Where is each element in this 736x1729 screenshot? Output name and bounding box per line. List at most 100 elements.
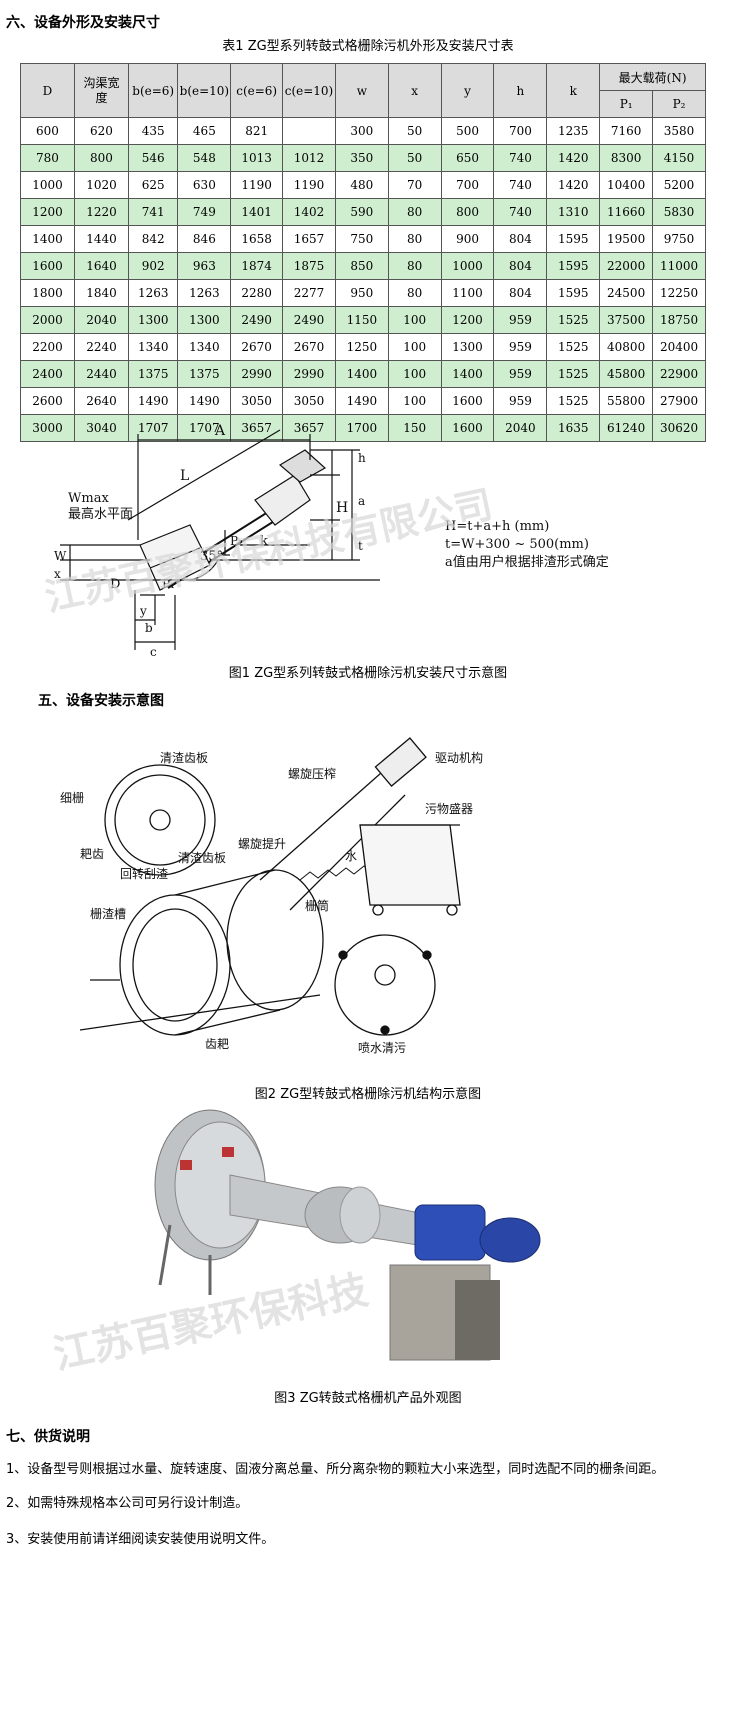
table-cell: 435 — [127, 117, 179, 145]
table-cell: 465 — [177, 117, 232, 145]
table-cell: 1263 — [177, 279, 232, 307]
dim-A-label: A — [214, 423, 226, 439]
dim-p2-label: P₂ — [230, 534, 243, 548]
table-cell: 55800 — [599, 387, 654, 415]
col-header-k: k — [546, 63, 601, 118]
col-header-b-e6: b(e=6) — [127, 63, 179, 118]
label-rake-tooth: 耙齿 — [80, 847, 104, 861]
table-cell: 590 — [334, 198, 389, 226]
formula-a: a值由用户根据排渣形式确定 — [445, 554, 609, 570]
table-cell: 50 — [387, 144, 442, 172]
table-cell: 1490 — [334, 387, 389, 415]
table-cell: 1300 — [177, 306, 232, 334]
table-cell: 50 — [387, 117, 442, 145]
table-cell: 1595 — [546, 279, 601, 307]
table-cell: 1000 — [440, 252, 495, 280]
water-level-label: 最高水平面 — [68, 506, 133, 522]
table-cell: 3050 — [282, 387, 336, 415]
table-cell: 1190 — [282, 171, 336, 199]
table-cell: 7160 — [599, 117, 654, 145]
table-cell: 80 — [387, 225, 442, 253]
table-cell: 2400 — [20, 360, 75, 388]
dim-H-label: H — [336, 500, 348, 516]
table-cell: 749 — [177, 198, 232, 226]
table-cell: 1707 — [127, 414, 179, 442]
table-cell: 2000 — [20, 306, 75, 334]
section-5-title: 五、设备安装示意图 — [38, 693, 164, 709]
table-cell: 80 — [387, 198, 442, 226]
label-rotary-scraping: 回转刮渣 — [120, 866, 168, 881]
angle-label: 35° — [200, 549, 223, 564]
table-cell: 2670 — [282, 333, 336, 361]
table-cell: 3000 — [20, 414, 75, 442]
table-cell: 1020 — [73, 171, 129, 199]
dim-k-label: k — [260, 534, 268, 549]
table-cell: 1300 — [127, 306, 179, 334]
table-cell: 959 — [493, 387, 548, 415]
table-cell: 2600 — [20, 387, 75, 415]
installation-dimension-diagram: A L h a t H Wmax 最高水平面 35° P₂ k W x D P₁… — [54, 423, 609, 659]
figure-1-caption: 图1 ZG型系列转鼓式格栅除污机安装尺寸示意图 — [228, 666, 508, 681]
label-clearing-tooth-plate-top: 清渣齿板 — [160, 751, 208, 765]
structure-diagram: 清渣齿板 细栅 耙齿 回转刮渣 清渣齿板 栅渣槽 齿耙 螺旋压榨 螺旋提升 水 … — [60, 737, 483, 1055]
table-cell: 1375 — [127, 360, 179, 388]
product-photo — [140, 1105, 620, 1365]
col-header-max-load: 最大载荷(N) — [599, 63, 706, 91]
table-cell: 963 — [177, 252, 232, 280]
dim-b-label: b — [145, 621, 153, 635]
col-header-c-e6: c(e=6) — [230, 63, 284, 118]
table-cell: 1525 — [546, 333, 601, 361]
table-cell: 1000 — [20, 171, 75, 199]
supply-note-1: 1、设备型号则根据过水量、旋转速度、固液分离总量、所分离杂物的颗粒大小来选型，同… — [6, 1462, 665, 1477]
table-cell: 804 — [493, 252, 548, 280]
table-cell: 1875 — [282, 252, 336, 280]
table-cell: 1600 — [20, 252, 75, 280]
table-cell: 45800 — [599, 360, 654, 388]
table-cell: 1400 — [334, 360, 389, 388]
table-cell: 1220 — [73, 198, 129, 226]
table-cell: 900 — [440, 225, 495, 253]
table-cell: 1440 — [73, 225, 129, 253]
table-cell: 2990 — [230, 360, 284, 388]
table-cell: 740 — [493, 198, 548, 226]
col-header-D: D — [20, 63, 75, 118]
figure-3-caption: 图3 ZG转鼓式格栅机产品外观图 — [274, 1391, 462, 1406]
table-cell: 740 — [493, 171, 548, 199]
table-cell: 800 — [440, 198, 495, 226]
table-cell: 1190 — [230, 171, 284, 199]
table-cell: 1150 — [334, 306, 389, 334]
table-cell: 19500 — [599, 225, 654, 253]
dim-x-label: x — [54, 567, 61, 581]
table-cell: 1420 — [546, 171, 601, 199]
table-cell: 2040 — [493, 414, 548, 442]
table-cell: 750 — [334, 225, 389, 253]
table-cell: 700 — [493, 117, 548, 145]
table-cell: 11660 — [599, 198, 654, 226]
table-cell: 2280 — [230, 279, 284, 307]
table-cell: 1013 — [230, 144, 284, 172]
table-cell: 625 — [127, 171, 179, 199]
table-cell: 1375 — [177, 360, 232, 388]
table-cell: 2440 — [73, 360, 129, 388]
table-cell: 2990 — [282, 360, 336, 388]
table-cell: 800 — [73, 144, 129, 172]
table-cell: 20400 — [652, 333, 706, 361]
table-cell: 1100 — [440, 279, 495, 307]
table-cell: 1250 — [334, 333, 389, 361]
table-cell: 2670 — [230, 333, 284, 361]
table-cell: 1800 — [20, 279, 75, 307]
table-cell: 22900 — [652, 360, 706, 388]
table-cell: 2277 — [282, 279, 336, 307]
table-cell: 1640 — [73, 252, 129, 280]
col-header-w: w — [334, 63, 389, 118]
dim-c-label: c — [150, 645, 157, 659]
table-cell: 600 — [20, 117, 75, 145]
table-cell: 100 — [387, 333, 442, 361]
